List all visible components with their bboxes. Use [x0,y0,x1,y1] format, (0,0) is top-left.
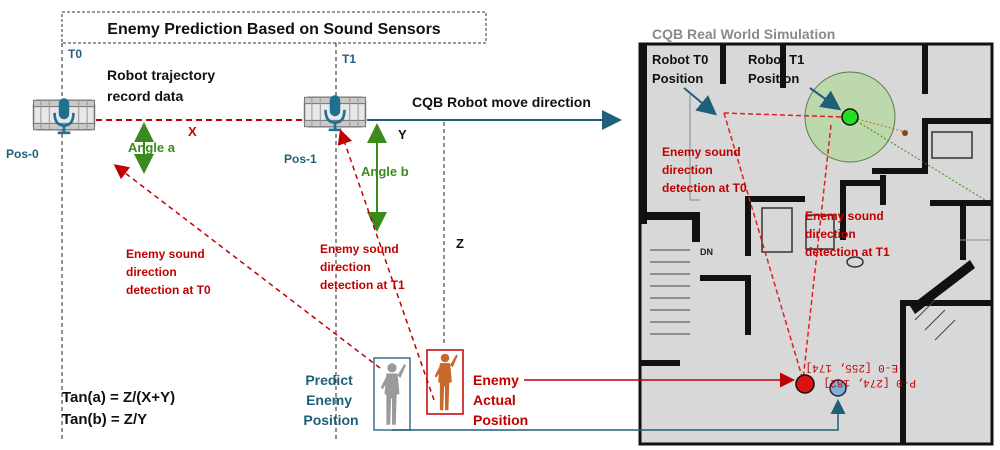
robot-pos0-icon [32,96,96,135]
predict-soldier-icon [380,363,406,425]
robot-pos1-icon [303,93,367,132]
sound-t1-line [337,129,435,401]
robot-t1-label: Robot T1 Position [748,52,808,86]
formula-b: Tan(b) = Z/Y [62,411,147,428]
map-enemy-actual-dot [795,374,815,394]
actual-soldier-icon [434,353,458,411]
green-dotted-ray [849,116,986,201]
sound-t1-label: Enemy sound direction detection at T1 [320,242,405,292]
right-title: CQB Real World Simulation [652,26,835,42]
map-trajectory-line [723,112,843,118]
sound-t0-label: Enemy sound direction detection at T0 [126,247,211,297]
svg-text:DN: DN [700,247,713,257]
t1-label: T1 [342,52,356,66]
sound-t0-line [113,164,381,369]
formula-a: Tan(a) = Z/(X+Y) [62,389,175,406]
x-label: X [188,124,197,139]
map-sound-t0-label: Enemy sound direction detection at T0 [662,145,747,195]
map-sound-t0-line [723,112,804,381]
map-sound-t1-line [802,124,832,381]
pos0-label: Pos-0 [6,147,39,161]
robot-t0-pointer [683,87,718,116]
robot-t1-pointer [809,87,842,111]
y-label: Y [398,127,407,142]
actual-enemy-box [426,349,464,415]
move-direction-label: CQB Robot move direction [412,94,591,110]
enemy-coord-1: E-0 [255, 174] [806,361,898,373]
pos1-label: Pos-1 [284,152,317,166]
angle-b-label: Angle b [361,164,409,179]
left-panel: Enemy Prediction Based on Sound Sensors … [6,11,622,440]
predict-to-map-arrow [392,399,846,431]
predict-enemy-label: Predict Enemy Position [303,372,358,428]
z-label: Z [456,236,464,251]
enemy-coord-2: P-0 [274, 182] [824,376,916,388]
map-sound-t1-label: Enemy sound direction detection at T1 [805,209,890,259]
sensor-dotted-ray [849,116,906,133]
map-enemy-predict-dot [829,379,847,397]
robot-t1-dot [841,108,859,126]
angle-a-label: Angle a [128,140,176,155]
robot-t0-label: Robot T0 Position [652,52,712,86]
actual-enemy-label: Enemy Actual Position [473,372,528,428]
trajectory-label: Robot trajectory record data [107,67,219,104]
sensor-marker [902,130,908,136]
right-panel: CQB Real World Simulation [638,26,994,446]
t0-label: T0 [68,47,82,61]
title-box [61,11,487,44]
left-title: Enemy Prediction Based on Sound Sensors [107,21,441,38]
